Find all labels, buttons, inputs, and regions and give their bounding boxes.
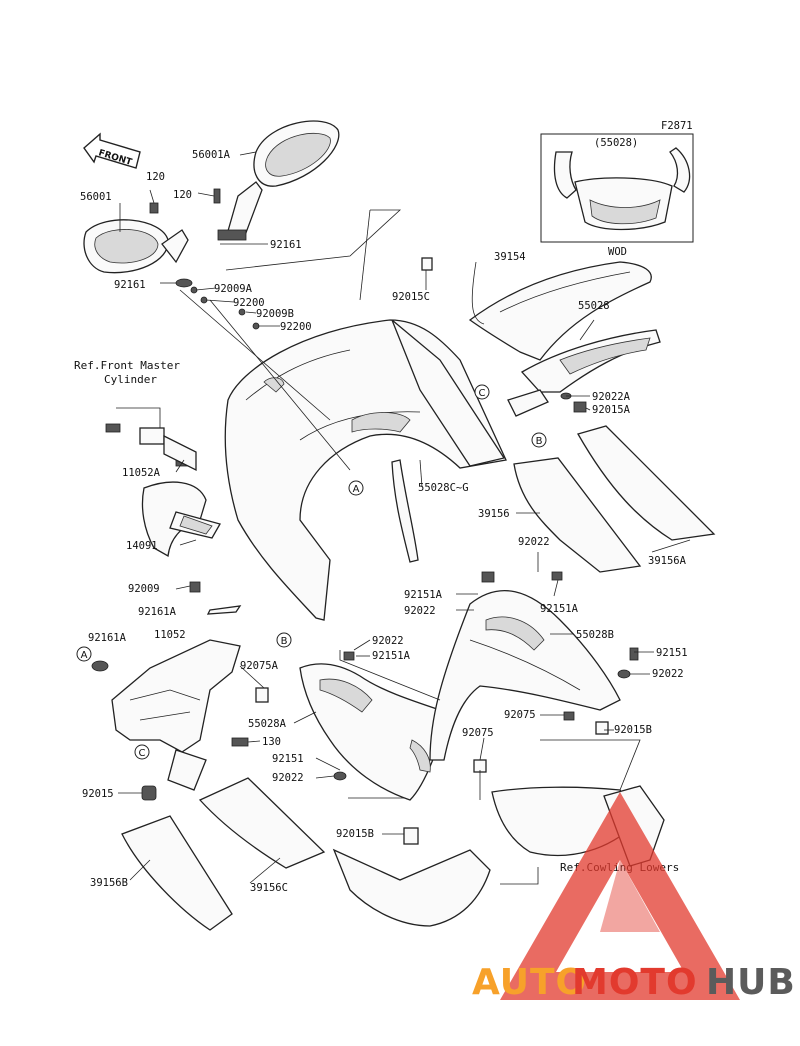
callout-a-left: A [76, 646, 92, 662]
label-92151A-c: 92151A [372, 650, 411, 662]
front-arrow: FRONT [83, 132, 141, 169]
callout-a-top: A [348, 480, 364, 496]
panel-39156 [513, 457, 642, 573]
optional-box-part-number: (55028) [594, 137, 638, 149]
label-92200-lower: 92200 [280, 321, 312, 333]
label-120-right: 120 [173, 189, 192, 201]
svg-text:A: A [81, 650, 88, 661]
label-92075A: 92075A [240, 660, 279, 672]
label-11052A: 11052A [122, 467, 161, 479]
label-55028A: 55028A [248, 718, 287, 730]
label-92009: 92009 [128, 583, 160, 595]
mirror-right [217, 120, 340, 241]
label-39156B: 39156B [90, 877, 128, 889]
label-92151-a: 92151 [656, 647, 688, 659]
gasket-39156C [198, 777, 326, 869]
figure-code: F2871 [661, 120, 693, 132]
label-92161A-top: 92161A [138, 606, 177, 618]
bolt-120-right [213, 188, 221, 204]
label-55028: 55028 [578, 300, 610, 312]
label-14091: 14091 [126, 540, 158, 552]
label-92161-right: 92161 [270, 239, 302, 251]
label-92200-upper: 92200 [233, 297, 265, 309]
optional-windshield-box: (55028) WOD [540, 133, 694, 258]
watermark-wordmark: AUTO MOTO HUB [472, 962, 796, 1003]
label-130: 130 [262, 736, 281, 748]
inner-fairing [507, 329, 661, 417]
label-11052: 11052 [154, 629, 186, 641]
upper-cowling [224, 319, 507, 621]
label-92075-b: 92075 [462, 727, 494, 739]
label-39156A: 39156A [648, 555, 687, 567]
stay-11052 [91, 605, 269, 801]
label-56001A: 56001A [192, 149, 231, 161]
middle-cowling-right [429, 571, 621, 761]
gasket-39156B [121, 815, 233, 931]
svg-text:B: B [536, 436, 543, 447]
label-92151A-b: 92151A [540, 603, 579, 615]
callout-c-left: C [134, 744, 150, 760]
label-92151A-a: 92151A [404, 589, 443, 601]
label-92015A: 92015A [592, 404, 631, 416]
callout-b-right: B [531, 432, 547, 448]
mirror-left [83, 219, 193, 288]
bolt-120-left [149, 202, 159, 214]
leader-lines [118, 151, 691, 885]
svg-text:C: C [139, 748, 146, 759]
watermark-auto: AUTO [472, 962, 587, 1003]
watermark-moto: MOTO [572, 962, 698, 1003]
label-92015C: 92015C [392, 291, 430, 303]
label-92015B-b: 92015B [336, 828, 374, 840]
label-92015: 92015 [82, 788, 114, 800]
label-92022-d: 92022 [652, 668, 684, 680]
part-labels: 56001A 56001 120 120 92161 92161 92009A … [80, 149, 688, 894]
svg-text:C: C [479, 388, 486, 399]
label-92151-b: 92151 [272, 753, 304, 765]
panel-39156A [577, 425, 716, 541]
label-120-left: 120 [146, 171, 165, 183]
optional-box-label: WOD [608, 246, 627, 258]
ref-front-master-line1: Ref.Front Master [74, 359, 180, 372]
label-92022-b: 92022 [404, 605, 436, 617]
middle-cowling-left [299, 663, 441, 801]
master-cylinder-bracket [105, 407, 197, 472]
label-39154: 39154 [494, 251, 526, 263]
label-92022-c: 92022 [372, 635, 404, 647]
label-56001: 56001 [80, 191, 112, 203]
label-55028C-G: 55028C~G [418, 482, 469, 494]
label-92161-left: 92161 [114, 279, 146, 291]
label-92161A-left: 92161A [88, 632, 127, 644]
label-92015B-a: 92015B [614, 724, 652, 736]
label-39156C: 39156C [250, 882, 288, 894]
label-92009A: 92009A [214, 283, 253, 295]
windshield [468, 261, 652, 361]
label-92022-e: 92022 [272, 772, 304, 784]
watermark-hub: HUB [706, 962, 796, 1003]
callout-c-right: C [474, 384, 490, 400]
ref-front-master-line2: Cylinder [104, 373, 157, 386]
svg-text:B: B [281, 636, 288, 647]
label-92022-a: 92022 [518, 536, 550, 548]
label-92022A: 92022A [592, 391, 631, 403]
label-92009B: 92009B [256, 308, 294, 320]
watermark-logo [500, 792, 740, 1000]
svg-text:A: A [353, 484, 360, 495]
label-55028B: 55028B [576, 629, 614, 641]
callout-b-mid: B [276, 632, 292, 648]
bracket-14091 [141, 481, 221, 593]
label-92075-a: 92075 [504, 709, 536, 721]
watermark-triangle-icon [500, 792, 740, 1000]
label-39156: 39156 [478, 508, 510, 520]
